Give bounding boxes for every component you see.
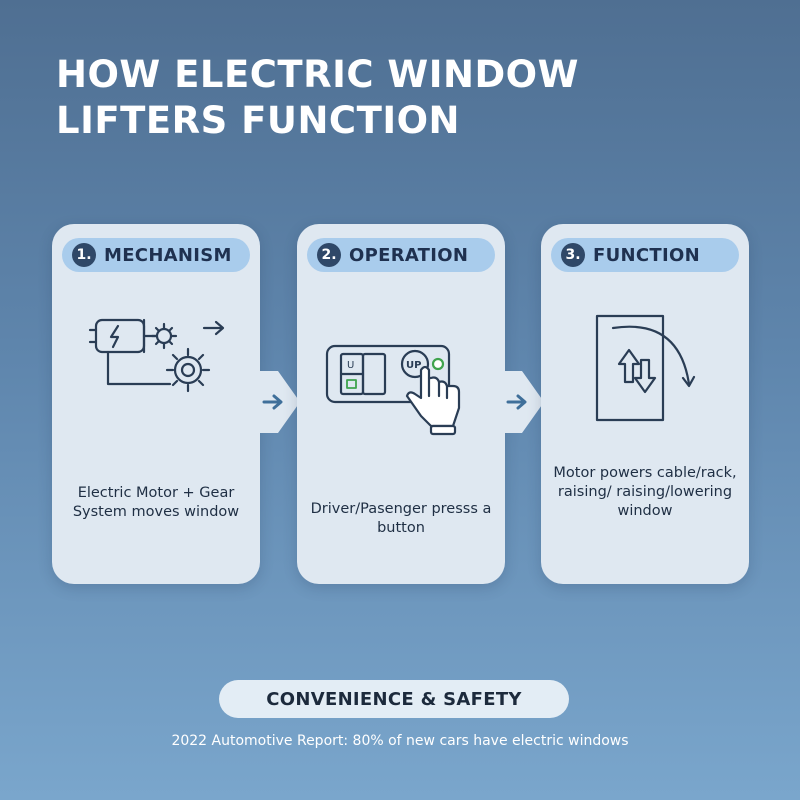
- step-header-mechanism: 1. MECHANISM: [62, 238, 250, 272]
- step-header-operation: 2. OPERATION: [307, 238, 495, 272]
- page-title: HOW ELECTRIC WINDOW LIFTERS FUNCTION: [56, 52, 656, 144]
- flow-arrow-icon: [260, 371, 300, 433]
- window-up-down-icon: [595, 314, 696, 422]
- step-number-badge: 2.: [317, 243, 341, 267]
- window-switch-press-icon: U UP: [325, 344, 461, 436]
- step-header-function: 3. FUNCTION: [551, 238, 739, 272]
- step-number-badge: 1.: [72, 243, 96, 267]
- title-line-2: LIFTERS FUNCTION: [56, 99, 461, 142]
- up-button-label: UP: [406, 360, 421, 371]
- switch-up-label: U: [347, 360, 354, 371]
- step-number-badge: 3.: [561, 243, 585, 267]
- step-card-operation: 2. OPERATION U UP Driver/Pasenger presss…: [297, 224, 505, 584]
- footer-note: 2022 Automotive Report: 80% of new cars …: [171, 733, 629, 749]
- motor-gear-icon: [88, 318, 225, 393]
- step-title: MECHANISM: [104, 244, 232, 266]
- title-line-1: HOW ELECTRIC WINDOW: [56, 53, 579, 96]
- step-description: Driver/Pasenger presss a button: [310, 501, 492, 536]
- step-description: Electric Motor + Gear System moves windo…: [72, 485, 240, 520]
- flow-arrow-icon: [504, 371, 544, 433]
- footer-heading: CONVENIENCE & SAFETY: [219, 680, 569, 718]
- step-card-function: 3. FUNCTION Motor powers cable/rack, rai…: [541, 224, 749, 584]
- step-title: OPERATION: [349, 244, 469, 266]
- step-title: FUNCTION: [593, 244, 700, 266]
- step-card-mechanism: 1. MECHANISM Electric Motor + Gear Syste…: [52, 224, 260, 584]
- step-description: Motor powers cable/rack, raising/ raisin…: [553, 465, 737, 519]
